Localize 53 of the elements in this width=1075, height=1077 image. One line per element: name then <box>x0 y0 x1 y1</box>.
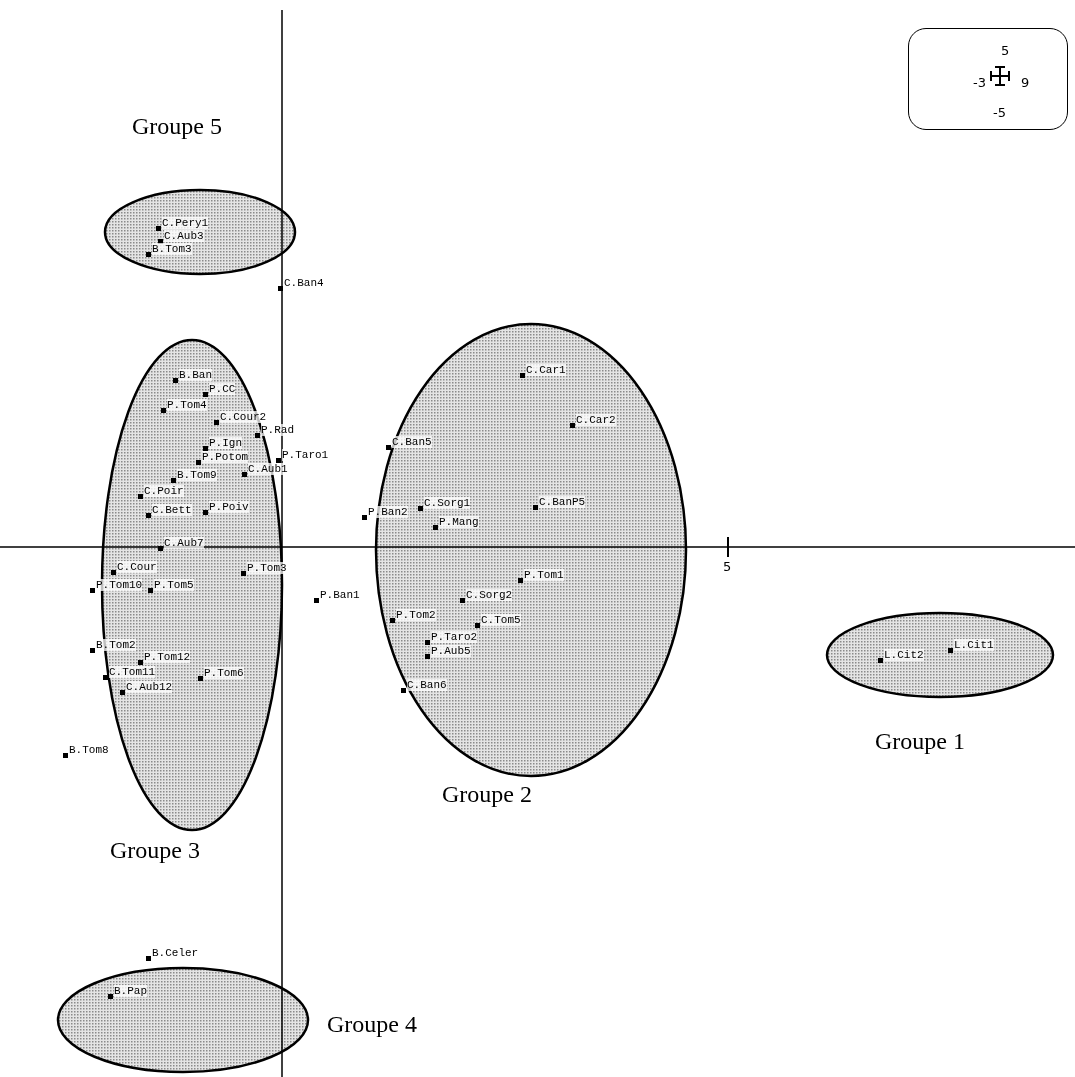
point-label: P.CC <box>209 383 236 395</box>
point-label: P.Tom4 <box>167 399 207 411</box>
point-label: P.Tom12 <box>144 651 191 663</box>
point-label: P.Ban2 <box>368 506 408 518</box>
point-label: C.Car1 <box>526 364 566 376</box>
point-label: B.Tom9 <box>177 469 217 481</box>
point-label: P.Potom <box>202 451 249 463</box>
point-label: C.Cour2 <box>220 411 267 423</box>
scale-value: -5 <box>993 105 1006 120</box>
point-label: P.Tom2 <box>396 609 436 621</box>
point-label: P.Mang <box>439 516 479 528</box>
point-label: C.Ban4 <box>284 277 324 289</box>
point-label: P.Ign <box>209 437 242 449</box>
point-label: C.Sorg1 <box>424 497 471 509</box>
point-label: C.BanP5 <box>539 496 586 508</box>
point-label: C.Ban6 <box>407 679 447 691</box>
point-label: P.Tom1 <box>524 569 564 581</box>
point-label: P.Tom5 <box>154 579 194 591</box>
scale-value: 9 <box>1021 75 1030 90</box>
point-label: L.Cit2 <box>884 649 924 661</box>
scale-box <box>908 28 1068 130</box>
point-label: P.Rad <box>261 424 294 436</box>
point-label: C.Tom5 <box>481 614 521 626</box>
point-label: L.Cit1 <box>954 639 994 651</box>
point-label: C.Aub1 <box>248 463 288 475</box>
point-label: C.Aub7 <box>164 537 204 549</box>
point-label: P.Ban1 <box>320 589 360 601</box>
point-label: P.Poiv <box>209 501 249 513</box>
tick-label: 5 <box>723 559 732 574</box>
point-label: P.Taro1 <box>282 449 329 461</box>
point-label: P.Aub5 <box>431 645 471 657</box>
point-label: B.Tom3 <box>152 243 192 255</box>
point-label: B.Ban <box>179 369 212 381</box>
point-label: B.Pap <box>114 985 147 997</box>
point-label: C.Ban5 <box>392 436 432 448</box>
point-label: B.Tom2 <box>96 639 136 651</box>
point-label: B.Tom8 <box>69 744 109 756</box>
point-label: C.Sorg2 <box>466 589 513 601</box>
point-label: P.Tom6 <box>204 667 244 679</box>
point-label: C.Cour <box>117 561 157 573</box>
point-label: C.Car2 <box>576 414 616 426</box>
point-label: P.Tom10 <box>96 579 143 591</box>
point-label: C.Bett <box>152 504 192 516</box>
point-label: C.Aub3 <box>164 230 204 242</box>
point-label: C.Tom11 <box>109 666 156 678</box>
point-label: B.Celer <box>152 947 199 959</box>
point-label: C.Pery1 <box>162 217 209 229</box>
point-label: C.Poir <box>144 485 184 497</box>
point-label: C.Aub12 <box>126 681 173 693</box>
scale-value: 5 <box>1001 43 1010 58</box>
scale-value: -3 <box>973 75 986 90</box>
point-label: P.Taro2 <box>431 631 478 643</box>
point-label: P.Tom3 <box>247 562 287 574</box>
